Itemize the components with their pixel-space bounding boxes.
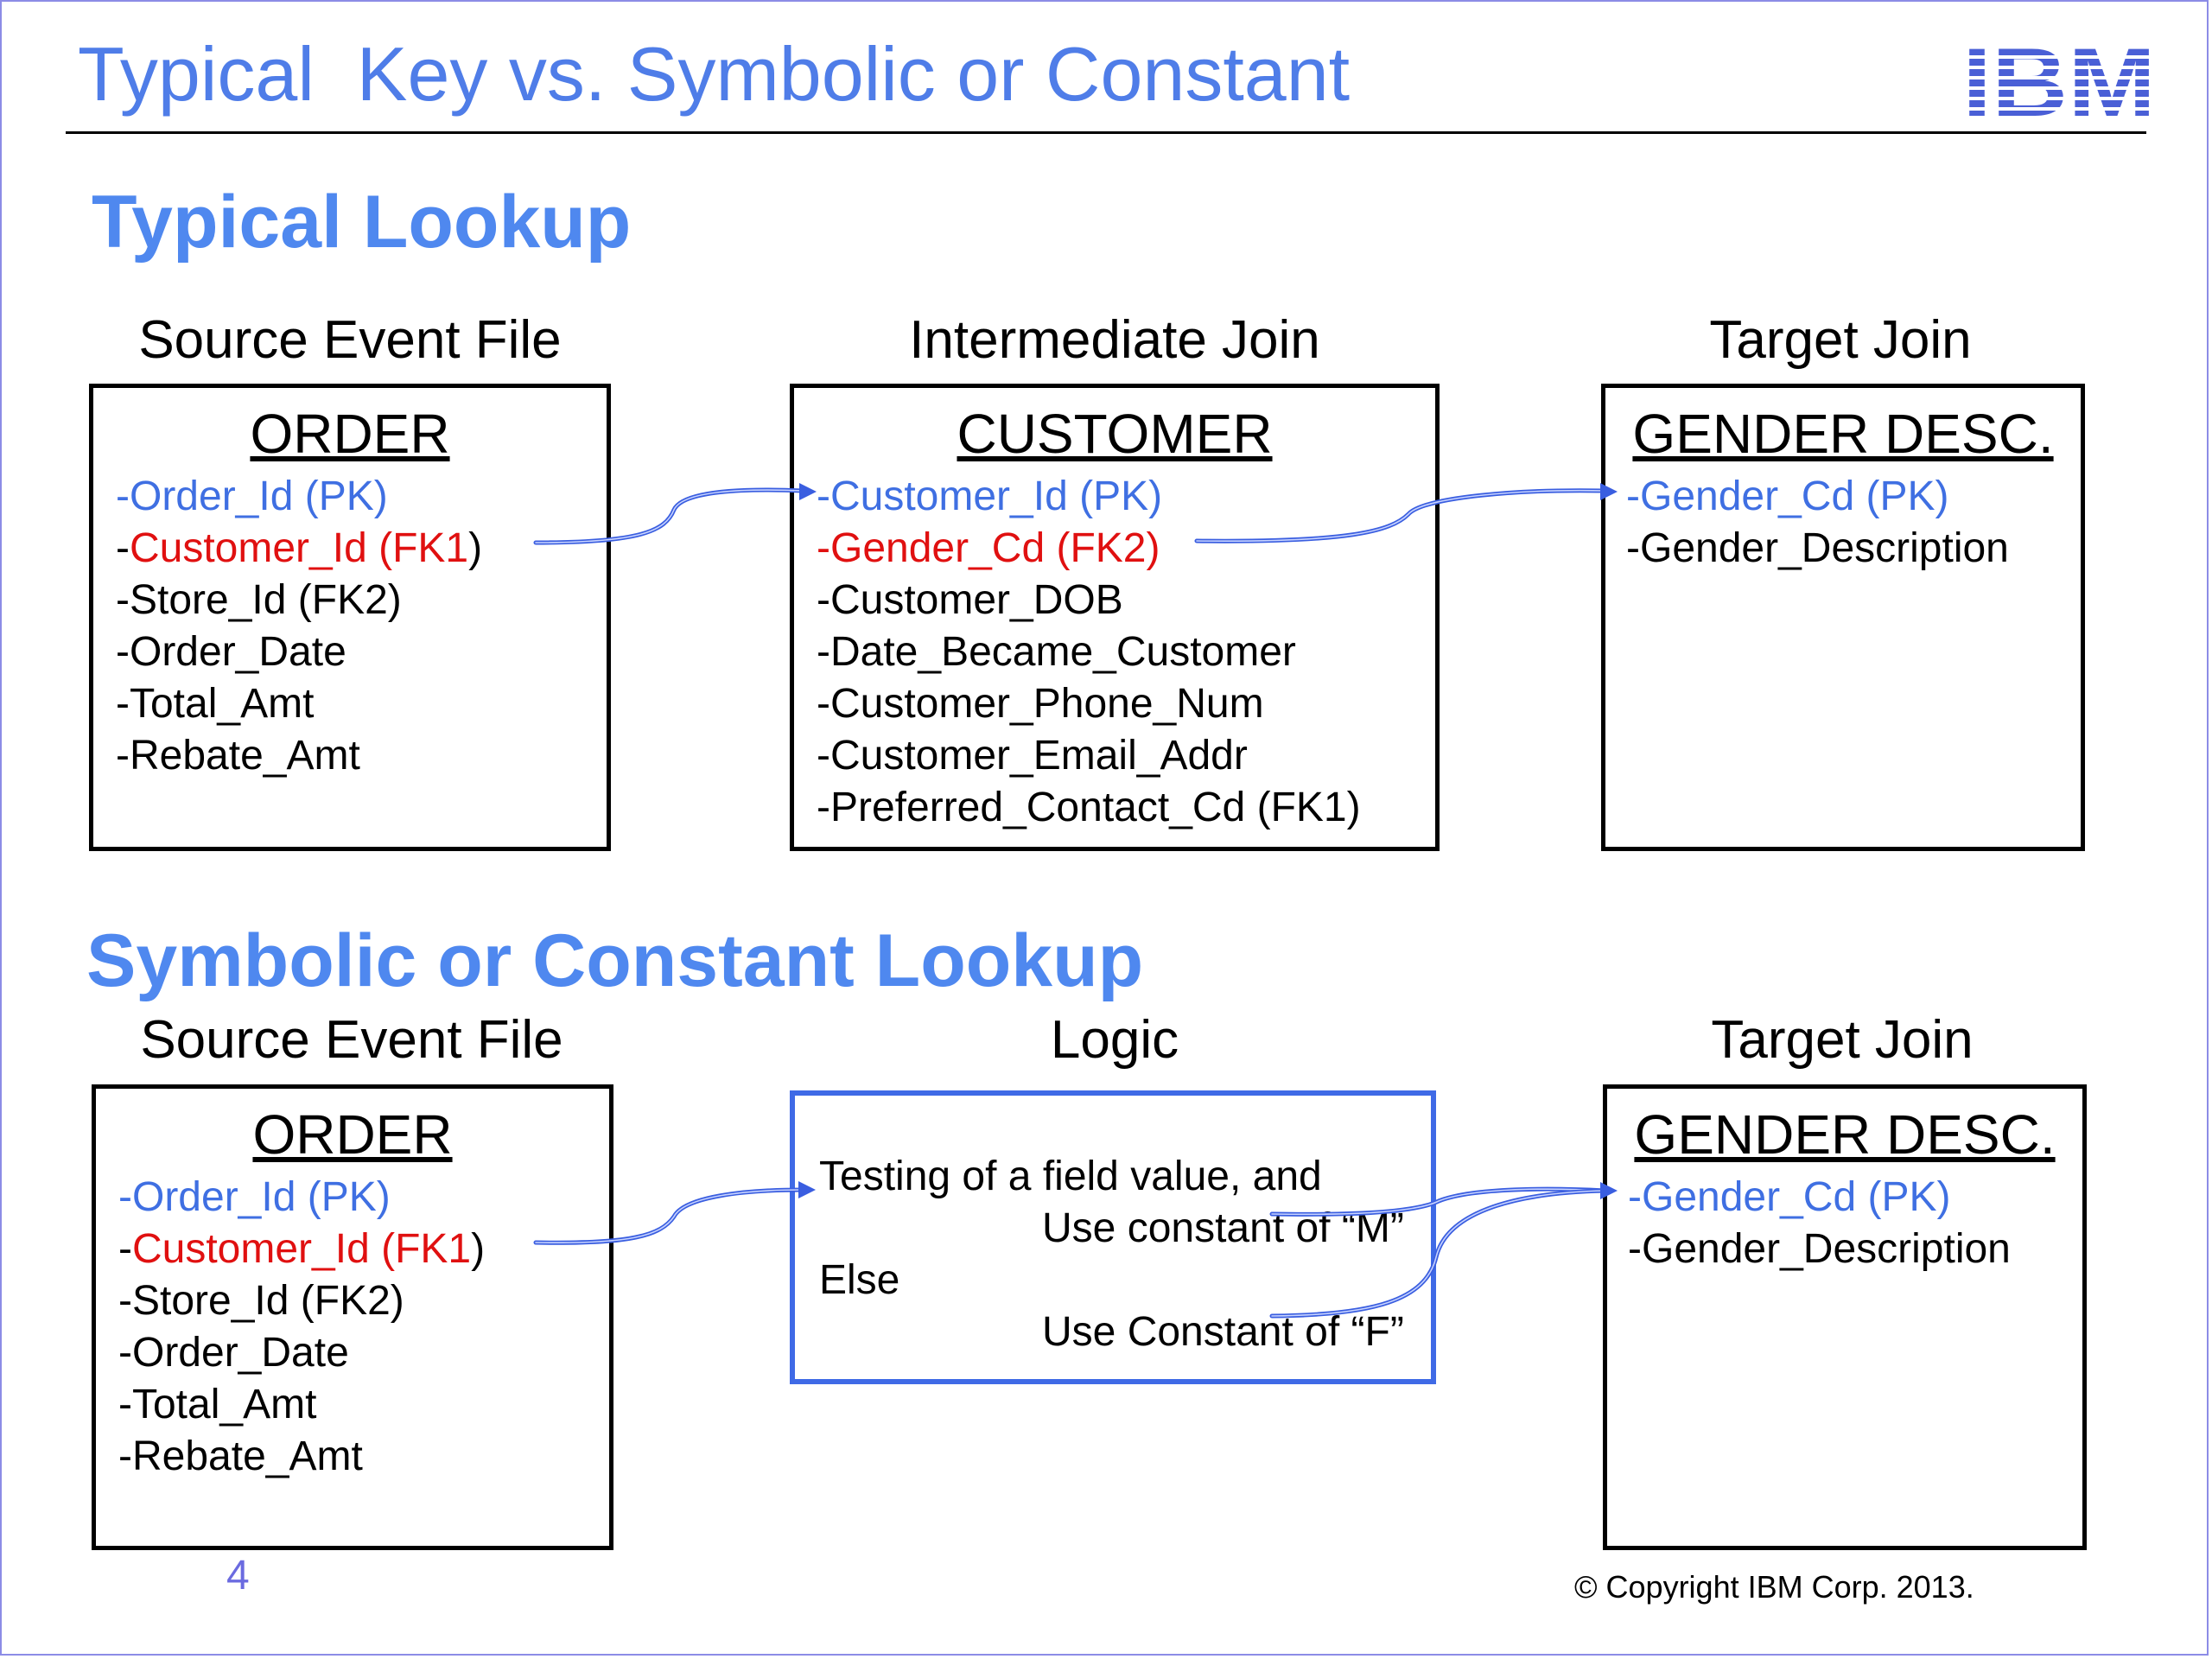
title-divider [66, 131, 2146, 134]
symbolic-order-field-rebate-amt: -Rebate_Amt [118, 1433, 363, 1479]
typical-order-field-customer-id: -Customer_Id (FK1) [116, 524, 482, 572]
typical-customer-field-date-became: -Date_Became_Customer [817, 629, 1296, 675]
typical-customer-field-email: -Customer_Email_Addr [817, 733, 1248, 779]
typical-gender-field-gender-cd: -Gender_Cd (PK) [1626, 474, 1949, 519]
typical-customer-field-phone: -Customer_Phone_Num [817, 681, 1264, 727]
field-prefix: - [116, 525, 130, 571]
typical-order-box: ORDER -Order_Id (PK) -Customer_Id (FK1) … [89, 384, 611, 851]
symbolic-order-field-store-id: -Store_Id (FK2) [118, 1278, 404, 1324]
symbolic-order-box: ORDER -Order_Id (PK) -Customer_Id (FK1) … [92, 1084, 613, 1550]
field-prefix: - [118, 1226, 132, 1272]
symbolic-logic-heading: Logic [1050, 1010, 1179, 1070]
symbolic-order-title: ORDER [252, 1103, 453, 1166]
symbolic-target-heading: Target Join [1711, 1010, 1974, 1070]
typical-customer-field-gender-cd: -Gender_Cd (FK2) [817, 525, 1160, 571]
typical-gender-box: GENDER DESC. -Gender_Cd (PK) -Gender_Des… [1601, 384, 2085, 851]
typical-order-title: ORDER [250, 403, 450, 465]
logic-line-testing: Testing of a field value, and [819, 1154, 1322, 1199]
typical-order-field-store-id: -Store_Id (FK2) [116, 577, 402, 623]
fk-text: Customer_Id (FK1 [131, 1226, 472, 1272]
symbolic-gender-box: GENDER DESC. -Gender_Cd (PK) -Gender_Des… [1603, 1084, 2087, 1550]
typical-customer-title: CUSTOMER [957, 403, 1273, 465]
typical-order-field-order-id: -Order_Id (PK) [116, 474, 388, 519]
typical-order-field-order-date: -Order_Date [116, 629, 346, 675]
typical-source-heading: Source Event File [138, 310, 562, 370]
typical-customer-field-customer-id: -Customer_Id (PK) [817, 474, 1163, 519]
symbolic-order-field-customer-id: -Customer_Id (FK1) [118, 1225, 485, 1273]
symbolic-logic-box: Testing of a field value, and Use consta… [790, 1090, 1436, 1384]
symbolic-order-field-order-id: -Order_Id (PK) [118, 1174, 391, 1220]
logic-line-constant-m: Use constant of “M” [1042, 1205, 1404, 1251]
typical-gender-field-description: -Gender_Description [1626, 525, 2009, 571]
symbolic-gender-field-description: -Gender_Description [1628, 1226, 2011, 1272]
symbolic-gender-title: GENDER DESC. [1634, 1103, 2056, 1166]
typical-customer-field-dob: -Customer_DOB [817, 577, 1123, 623]
typical-target-heading: Target Join [1709, 310, 1972, 370]
typical-order-field-total-amt: -Total_Amt [116, 681, 315, 727]
ibm-logo: IBM [1962, 38, 2156, 118]
logic-line-else: Else [819, 1257, 900, 1303]
symbolic-lookup-heading: Symbolic or Constant Lookup [86, 919, 1144, 1002]
typical-order-field-rebate-amt: -Rebate_Amt [116, 733, 360, 779]
typical-intermediate-heading: Intermediate Join [909, 310, 1320, 370]
symbolic-order-field-total-amt: -Total_Amt [118, 1382, 317, 1427]
typical-gender-title: GENDER DESC. [1632, 403, 2054, 465]
field-suffix: ) [471, 1226, 486, 1272]
typical-customer-box: CUSTOMER -Customer_Id (PK) -Gender_Cd (F… [790, 384, 1440, 851]
field-suffix: ) [468, 525, 483, 571]
copyright-notice: © Copyright IBM Corp. 2013. [1574, 1569, 1974, 1605]
symbolic-gender-field-gender-cd: -Gender_Cd (PK) [1628, 1174, 1951, 1220]
page-number: 4 [226, 1553, 250, 1599]
symbolic-source-heading: Source Event File [140, 1010, 563, 1070]
slide-title: Typical Key vs. Symbolic or Constant [78, 31, 1351, 117]
typical-lookup-heading: Typical Lookup [92, 181, 632, 264]
typical-customer-field-preferred-contact: -Preferred_Contact_Cd (FK1) [817, 785, 1361, 830]
logic-line-constant-f: Use Constant of “F” [1042, 1309, 1404, 1355]
symbolic-order-field-order-date: -Order_Date [118, 1330, 349, 1376]
fk-text: Customer_Id (FK1 [129, 525, 469, 571]
